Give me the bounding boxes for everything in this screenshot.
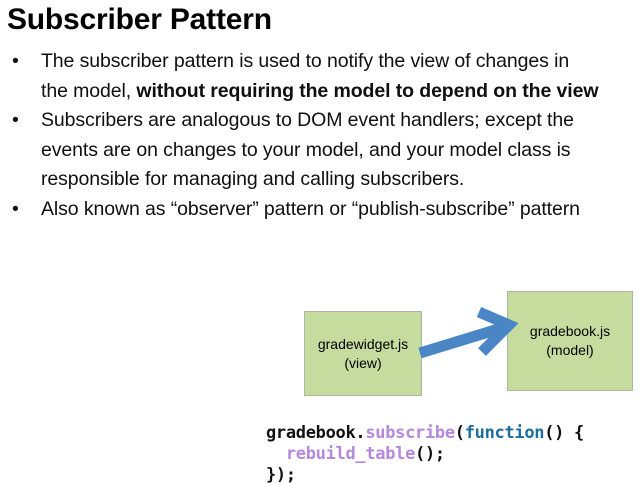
code-token-plain: gradebook.: [266, 423, 366, 443]
bullet-text: Also known as “observer” pattern or “pub…: [41, 198, 580, 220]
code-token-plain: () {: [544, 423, 584, 443]
bullet-run-bold: without requiring the model to depend on…: [136, 79, 599, 102]
bullet-run-normal: The subscriber pattern is used to notify…: [41, 50, 570, 102]
diagram-box-model[interactable]: gradebook.js (model): [507, 291, 633, 391]
page-title: Subscriber Pattern: [7, 3, 272, 36]
bullet-marker: •: [12, 197, 19, 220]
code-token-kw: function: [464, 423, 545, 443]
list-item: • Also known as “observer” pattern or “p…: [0, 195, 600, 225]
bullet-marker: •: [12, 109, 19, 131]
code-token-func: rebuild_table: [285, 444, 416, 464]
code-token-plain: [266, 444, 286, 464]
code-token-plain: });: [266, 465, 296, 485]
subscribe-arrow-icon: [418, 306, 519, 359]
code-token-plain: ();: [415, 444, 445, 464]
bullet-text: Subscribers are analogous to DOM event h…: [41, 109, 574, 190]
bullet-marker: •: [12, 50, 19, 72]
bullet-text: The subscriber pattern is used to notify…: [41, 50, 598, 102]
diagram-box-view[interactable]: gradewidget.js (view): [304, 311, 422, 396]
code-block: gradebook.subscribe(function() { rebuild…: [266, 423, 584, 486]
diagram-box-model-line2: (model): [546, 342, 594, 358]
diagram-box-model-line1: gradebook.js: [529, 323, 611, 339]
bullet-list: • The subscriber pattern is used to noti…: [0, 47, 600, 224]
code-token-plain: (: [454, 423, 465, 443]
diagram-box-view-line2: (view): [344, 354, 382, 371]
code-token-func: subscribe: [365, 423, 455, 443]
list-item: • The subscriber pattern is used to noti…: [0, 47, 600, 106]
diagram-box-view-line1: gradewidget.js: [317, 335, 409, 352]
bullet-run-normal: Subscribers are analogous to DOM event h…: [41, 109, 574, 190]
list-item: • Subscribers are analogous to DOM event…: [0, 106, 600, 195]
bullet-run-normal: Also known as “observer” pattern or “pub…: [41, 197, 580, 220]
